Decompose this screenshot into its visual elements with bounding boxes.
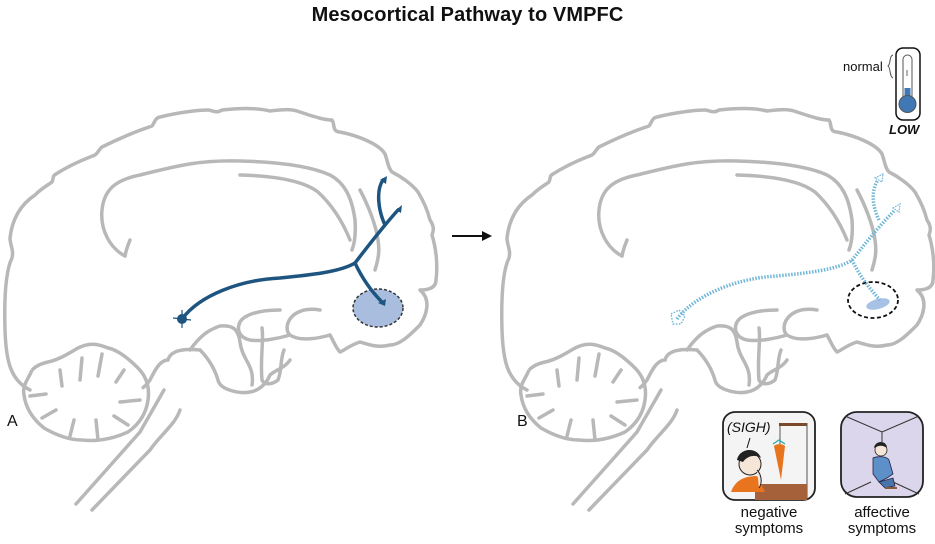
axon-terminal-3 <box>378 299 386 306</box>
normal-range-brace <box>887 54 894 79</box>
thermometer-bulb <box>898 95 917 113</box>
transition-arrow <box>452 231 492 241</box>
negative-symptoms-icon: (SIGH) <box>722 411 816 501</box>
affective-symptoms-icon <box>840 411 924 498</box>
vta-neuron-dendrites <box>172 310 192 328</box>
axon-terminal-reduced-2 <box>891 202 901 214</box>
negative-symptoms-caption: negative symptoms <box>714 505 824 537</box>
thermometer-low-label: LOW <box>889 122 920 137</box>
vmpfc-region-b <box>866 298 890 310</box>
axon-terminal-2 <box>396 205 402 213</box>
caption-line: negative <box>740 504 798 521</box>
thermometer-normal-label: normal <box>843 59 883 74</box>
vmpfc-region-b-boundary <box>847 281 899 319</box>
dopamine-level-thermometer <box>887 47 921 121</box>
brain-panel-b <box>501 108 934 510</box>
mesocortical-pathway-reduced <box>675 178 897 321</box>
figure-title: Mesocortical Pathway to VMPFC <box>311 4 624 26</box>
panel-label-a: A <box>7 413 18 430</box>
affective-symptoms-caption: affective symptoms <box>827 505 935 537</box>
brain-panel-a <box>4 108 437 510</box>
sigh-speech-text: (SIGH) <box>727 419 771 435</box>
caption-line: affective <box>854 504 910 521</box>
panel-label-b: B <box>517 413 528 430</box>
caption-line: symptoms <box>847 520 917 537</box>
axon-terminal-1 <box>380 176 387 184</box>
axon-terminal-reduced-1 <box>873 172 884 183</box>
caption-line: symptoms <box>734 520 804 537</box>
vta-neuron-outline-reduced <box>670 309 686 325</box>
mesocortical-pathway-active <box>180 178 400 321</box>
vmpfc-region-a <box>352 288 404 328</box>
